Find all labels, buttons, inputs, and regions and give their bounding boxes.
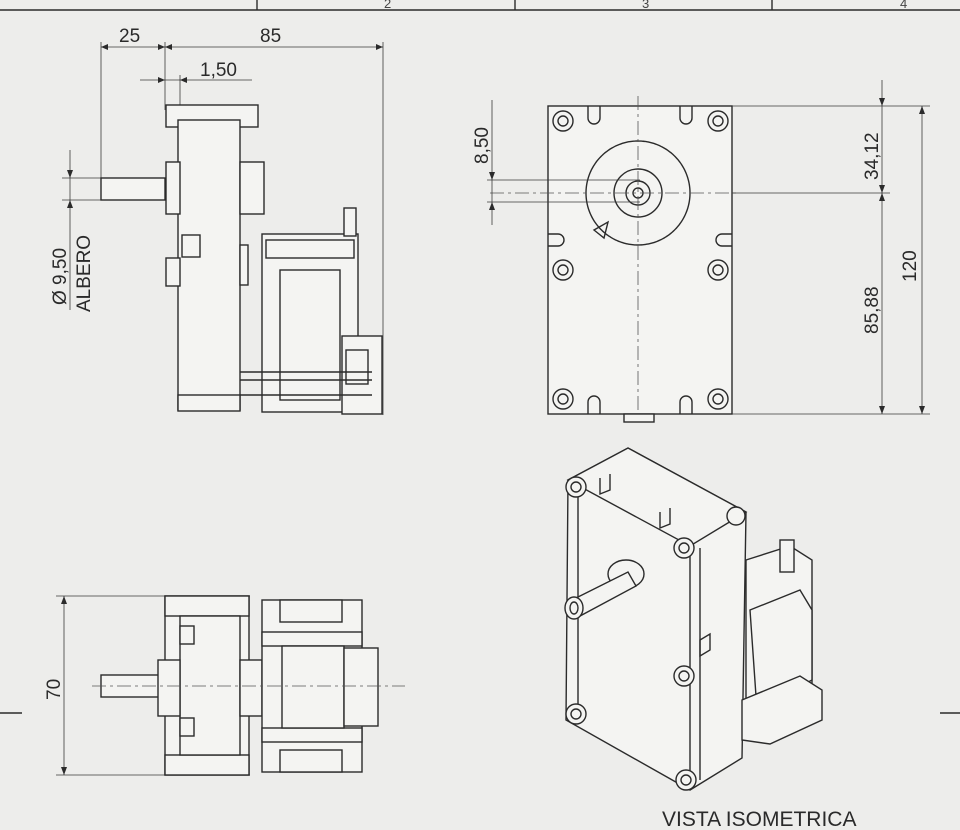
dim-shaft-offset: 8,50 bbox=[472, 127, 493, 164]
shaft-label: ALBERO bbox=[74, 235, 95, 312]
side-view: 25 85 1,50 Ø 9,50 ALBERO bbox=[50, 26, 384, 415]
dim-shaft-diameter: Ø 9,50 bbox=[50, 248, 71, 305]
isometric-view bbox=[564, 447, 823, 791]
dim-overall-height: 120 bbox=[900, 250, 921, 282]
isometric-caption: VISTA ISOMETRICA bbox=[662, 808, 856, 830]
frame-zone-3: 3 bbox=[642, 0, 649, 11]
frame-zone-4: 4 bbox=[900, 0, 907, 11]
front-view: 8,50 34,12 85,88 120 bbox=[472, 80, 930, 423]
drawing-frame: 2 3 4 bbox=[0, 0, 960, 714]
dim-overall-depth: 85 bbox=[260, 26, 281, 47]
dim-overall-width: 70 bbox=[44, 679, 65, 700]
dim-shaft-to-bottom: 85,88 bbox=[862, 286, 883, 334]
frame-zone-2: 2 bbox=[384, 0, 391, 11]
dim-flange-offset: 1,50 bbox=[200, 60, 237, 81]
dim-shaft-length: 25 bbox=[119, 26, 140, 47]
dim-top-to-shaft: 34,12 bbox=[862, 132, 883, 180]
plan-view: 70 bbox=[44, 595, 405, 776]
